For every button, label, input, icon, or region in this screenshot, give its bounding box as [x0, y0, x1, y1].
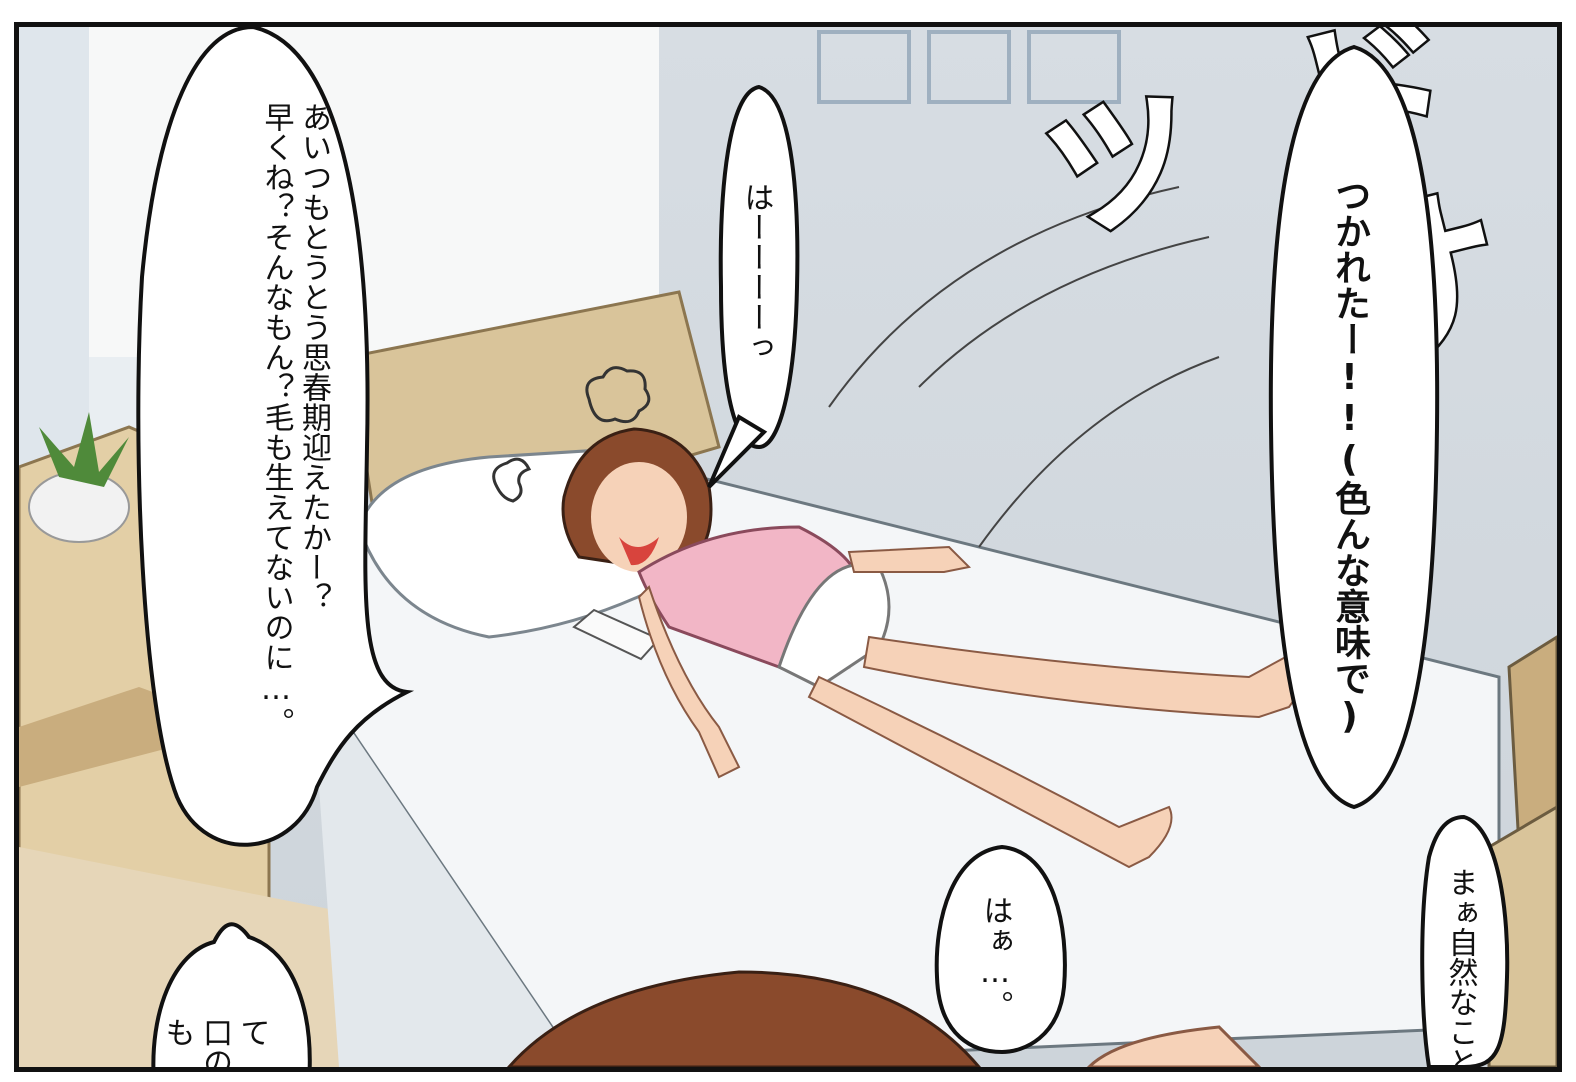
bubble-tired-line-1: つかれたー!!(色んな意味で) [1329, 177, 1370, 737]
speech-bubble-sigh: はーーーーっ [707, 84, 800, 489]
speech-bubble-natural: まぁ自然なこと [1419, 814, 1510, 1067]
bubble-sigh-line-1: はーーーーっ [738, 182, 774, 362]
bubble-sigh-text: はーーーーっ [737, 182, 775, 362]
comic-panel: ドサッ あいつもとうとう思春期迎えたかー？ 早くね？そんなもん？毛も生えてないの… [14, 22, 1562, 1072]
speech-bubble-left: あいつもとうとう思春期迎えたかー？ 早くね？そんなもん？毛も生えてないのに…。 [136, 27, 415, 877]
bubble-left-line-2: 早くね？そんなもん？毛も生えてないのに…。 [258, 102, 294, 737]
bubble-haa-text: はぁ…。 [976, 895, 1014, 1020]
speech-bubble-tired: つかれたー!!(色んな意味で) [1268, 44, 1440, 810]
bubble-natural-line-1: まぁ自然なこと [1442, 867, 1478, 1072]
bubble-left-text: あいつもとうとう思春期迎えたかー？ 早くね？そんなもん？毛も生えてないのに…。 [257, 102, 332, 737]
bubble-bottom-left-line-2: 口の [197, 1017, 232, 1072]
bubble-tired-text: つかれたー!!(色んな意味で) [1327, 177, 1372, 737]
bubble-left-line-1: あいつもとうとう思春期迎えたかー？ [296, 102, 331, 612]
bubble-natural-text: まぁ自然なこと [1441, 867, 1479, 1072]
bubble-bottom-left-line-3: も [159, 1017, 195, 1047]
speech-bubble-bottom-left: て 口の も [144, 922, 314, 1072]
bubble-bottom-left-text: て 口の も [158, 1017, 271, 1072]
bubble-haa-line-1: はぁ…。 [977, 895, 1013, 1020]
speech-bubble-haa: はぁ…。 [934, 844, 1069, 1057]
bubble-bottom-left-line-1: て [234, 1017, 270, 1047]
bedroom-illustration [19, 27, 1557, 1067]
